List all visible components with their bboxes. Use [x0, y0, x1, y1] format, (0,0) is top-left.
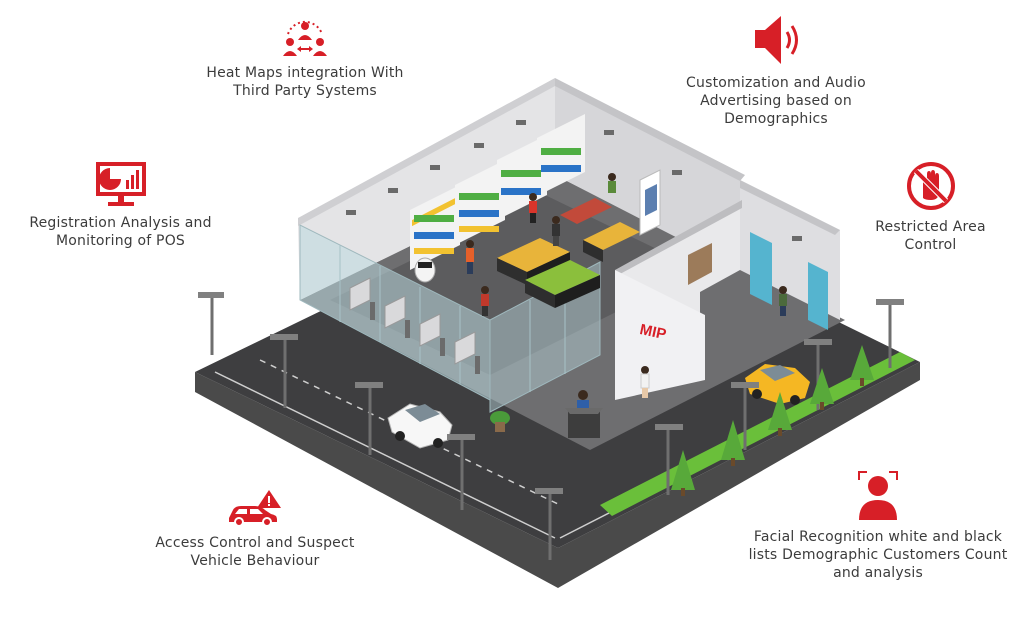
store-sign: MIP [638, 321, 668, 343]
feature-audio: Customization and Audio Advertising base… [676, 12, 876, 128]
feature-facial-recognition: Facial Recognition white and black lists… [748, 468, 1008, 582]
yellow-taxi [745, 364, 810, 405]
feature-restricted-area-label: Restricted Area Control [875, 219, 986, 253]
people-network-icon [283, 20, 327, 56]
checkout-gates [349, 277, 476, 365]
monitor-chart-icon [95, 162, 146, 206]
front-entrance-wall [615, 270, 705, 400]
feature-pos: Registration Analysis and Monitoring of … [18, 160, 223, 250]
feature-vehicle: Access Control and Suspect Vehicle Behav… [140, 488, 370, 570]
back-wall-left [298, 85, 555, 300]
blue-door-2 [808, 262, 828, 330]
feature-heatmap: Heat Maps integration With Third Party S… [200, 12, 410, 100]
produce-tables [497, 198, 640, 308]
street-lamps [198, 292, 904, 560]
feature-vehicle-label: Access Control and Suspect Vehicle Behav… [155, 535, 355, 569]
speaker-icon [755, 16, 798, 64]
white-car [387, 403, 453, 449]
feature-audio-label: Customization and Audio Advertising base… [686, 75, 866, 127]
feature-restricted-area: Restricted Area Control [858, 160, 1003, 254]
shoppers [466, 173, 787, 398]
security-cameras [346, 120, 802, 241]
trees [671, 345, 874, 496]
face-scan-icon [858, 471, 898, 520]
feature-pos-label: Registration Analysis and Monitoring of … [29, 215, 212, 249]
car-warning-icon [229, 490, 281, 527]
feature-facial-recognition-label: Facial Recognition white and black lists… [748, 529, 1008, 581]
feature-heatmap-label: Heat Maps integration With Third Party S… [206, 65, 404, 99]
no-hand-icon [906, 162, 955, 210]
blue-door-1 [750, 232, 772, 305]
reception-desk [565, 390, 603, 438]
product-shelves [410, 114, 585, 270]
